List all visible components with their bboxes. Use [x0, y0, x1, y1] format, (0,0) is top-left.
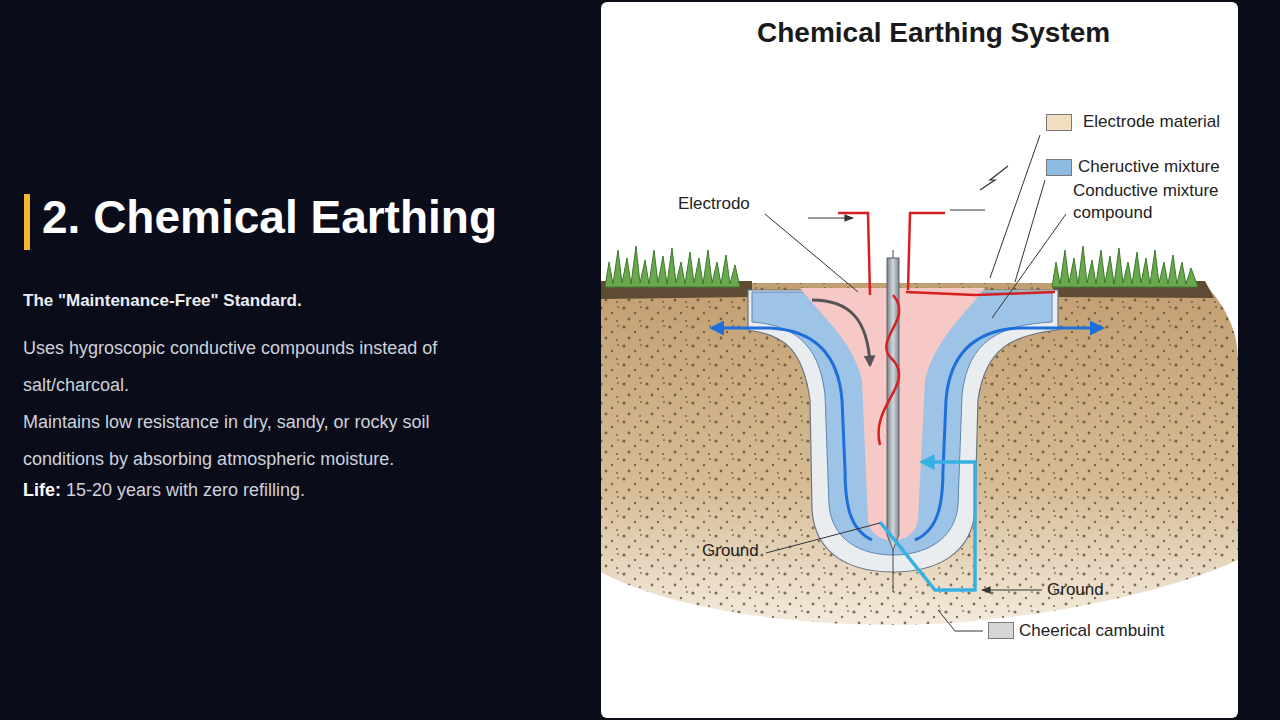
diagram-title: Chemical Earthing System: [757, 15, 1110, 51]
legend-label: Cheerical cambuint: [1019, 620, 1165, 642]
field-label: Life:: [23, 479, 61, 502]
leader-line: [1015, 180, 1045, 282]
red-wire: [838, 213, 870, 295]
dissipation-arrow: [712, 328, 872, 540]
leader-line: [938, 610, 983, 631]
body-text: 15-20 years with zero refilling.: [66, 479, 305, 502]
subheading: The "Maintenance-Free" Standard.: [23, 290, 302, 312]
soil-grain: [601, 283, 1238, 625]
legend-swatch: [988, 622, 1014, 639]
legend-swatch: [1046, 114, 1072, 131]
grass: [1052, 246, 1198, 287]
body-text: Maintains low resistance in dry, sandy, …: [23, 404, 483, 478]
grass: [605, 246, 740, 287]
leader-line: [990, 135, 1040, 278]
part-label: Electrodo: [678, 193, 750, 215]
diagram-panel: [601, 2, 1238, 718]
legend-label: Cheructive mixture: [1078, 156, 1220, 178]
ground-return-arrow: [880, 462, 975, 590]
leader-line: [982, 589, 1042, 590]
soil: [601, 283, 1238, 625]
zigzag-symbol: [980, 166, 1008, 190]
current-path: [879, 295, 900, 445]
pointer-line: [950, 209, 985, 210]
slide-heading: 2. Chemical Earthing: [42, 190, 497, 245]
part-label: Conductive mixture compound: [1073, 180, 1235, 224]
part-label: Ground: [702, 540, 759, 562]
leader-line: [992, 214, 1066, 318]
body-text: Uses hygroscopic conductive compounds in…: [23, 330, 468, 404]
dissipation-arrow: [915, 328, 1102, 540]
pointer-line: [808, 217, 853, 218]
leader-line: [766, 523, 880, 553]
leader-line: [765, 214, 858, 292]
legend-swatch: [1046, 159, 1072, 176]
flow-arrow: [812, 300, 870, 365]
legend-label: Electrode material: [1083, 111, 1220, 133]
part-label: Ground: [1047, 579, 1104, 601]
red-wire: [908, 213, 945, 290]
red-wire: [906, 292, 1055, 295]
accent-bar: [24, 194, 30, 250]
